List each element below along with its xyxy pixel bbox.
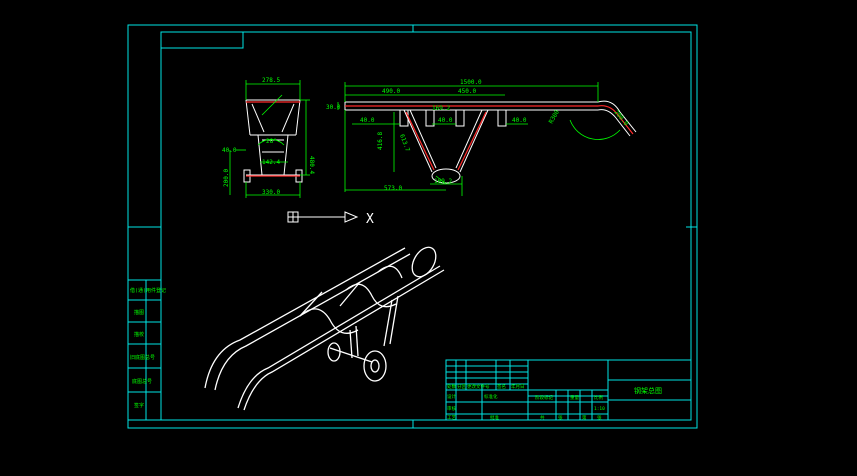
dim-thickness: 30.0 [326, 104, 341, 111]
title-block [445, 359, 692, 421]
code-box [160, 31, 244, 49]
ucs-icon [287, 211, 359, 223]
tb-sheets-2: 张 [597, 414, 602, 421]
inner-border [160, 31, 692, 421]
dim-side-height: 480.4 [308, 156, 315, 174]
tb-scale-value: 1:10 [594, 406, 605, 412]
dim-mid-segment: 450.0 [458, 88, 476, 95]
dim-top-width: 278.5 [262, 77, 280, 84]
ucs-x-label: X [366, 212, 374, 227]
tb-standard: 标准化 [484, 393, 498, 400]
tb-weight: 重量 [570, 394, 579, 401]
dim-rod-length: 613.7 [398, 133, 411, 153]
tb-sign: 签名 [497, 383, 506, 390]
drawing-frame [127, 24, 698, 429]
side-label-3: 描校 [134, 331, 144, 338]
dim-axle-width: 169.2 [434, 178, 452, 185]
tb-number: 第 [582, 414, 587, 421]
tb-scale: 比例 [594, 394, 603, 401]
dim-bottom-span: 573.0 [384, 185, 402, 192]
tb-zones: 分区 [457, 383, 466, 390]
title-block-text: 处数 分区 更改文件号 签名 年月日 设计 标准化 审核 工艺 批准 阶段标记 … [447, 383, 605, 421]
dim-offset-left: 40.0 [222, 147, 237, 154]
isometric-cart [204, 246, 445, 411]
side-view: 278.5 28° 480.4 40.0 142.4 200.0 330.0 [222, 77, 315, 198]
side-label-4: 旧底图总号 [130, 354, 155, 361]
dim-handle-radius: R300 [548, 109, 561, 125]
side-label-6: 签字 [134, 402, 144, 409]
tb-stage: 阶段标记 [535, 394, 553, 401]
tb-change-no: 更改文件号 [467, 383, 490, 390]
part-name: 钢架总图 [634, 386, 662, 395]
tb-mark: 处数 [447, 383, 456, 390]
tb-total: 共 [540, 414, 545, 421]
side-label-2: 描图 [134, 309, 144, 316]
tb-review: 审核 [447, 405, 456, 412]
dim-gap-mid: 40.0 [438, 117, 453, 124]
dim-inner-angle: 28° [266, 138, 277, 145]
dim-base-width: 330.0 [262, 189, 280, 196]
tb-sheets: 张 [558, 414, 563, 421]
binding-strip [127, 279, 162, 421]
dim-left-segment: 490.0 [382, 88, 400, 95]
dim-overall-length: 1500.0 [460, 79, 482, 86]
tb-craft: 工艺 [447, 415, 456, 421]
side-label-5: 底图总号 [132, 378, 152, 385]
dim-center-span: 169.2 [432, 105, 450, 112]
front-view: 1500.0 490.0 450.0 30.0 40.0 40.0 40.0 1… [326, 79, 637, 196]
tb-date: 年月日 [511, 383, 525, 390]
dim-rise-height: 416.8 [377, 132, 384, 150]
tb-designer: 设计 [447, 393, 456, 400]
outer-border [127, 24, 698, 429]
tb-approve: 批准 [490, 414, 499, 421]
dim-gap-left: 40.0 [360, 117, 375, 124]
side-labels: 借(通)用件登记 描图 描校 旧底图总号 底图总号 签字 [130, 287, 166, 409]
dim-wheel-height: 200.0 [223, 169, 230, 187]
dim-mid-width: 142.4 [262, 159, 280, 166]
side-label-1: 借(通)用件登记 [130, 287, 166, 294]
dim-gap-right: 40.0 [512, 117, 527, 124]
